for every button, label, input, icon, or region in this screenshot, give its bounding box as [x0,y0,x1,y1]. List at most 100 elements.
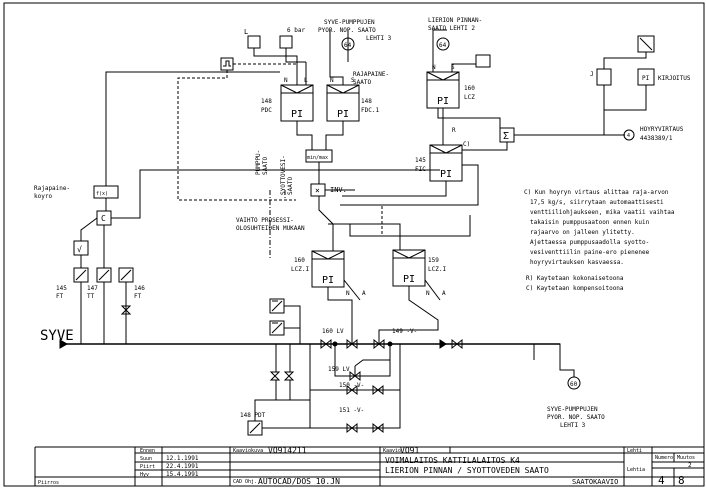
note-line: rajaarvo on jalleen ylitetty. [530,229,635,236]
letter-n3: N [432,64,436,71]
tag-159lczi-code: LCZ.I [428,266,446,273]
syottovesi-1: SYOTTOVESI- [280,155,287,195]
hoyry-2: 4438389/1 [640,135,673,142]
rajapainesaato-2: SAATO [353,79,371,86]
tag-148pdc-num: 148 [261,98,272,105]
syve-bottom-2: PYOR. NOP. SAATO [547,414,605,421]
tag-160lczi-code: LCZ.I [291,266,309,273]
letter-c1: C) [463,141,470,148]
tag-160lcz-code: LCZ [464,94,475,101]
circle-4-label: 4 [627,133,630,139]
inv-label: INV. [330,186,347,194]
ft145-num: 145 [56,285,67,292]
pi-label-160lcz: PI [437,96,449,107]
ft146-num: 146 [134,285,145,292]
ft146-code: FT [134,293,142,300]
l-top-label: L [244,28,248,36]
valve-right [439,338,463,350]
syve-bottom-1: SYVE-PUMPPUJEN [547,406,598,413]
note-line: venttiiliohjaukseen, mika vaatii vaihtaa [530,209,675,216]
tag-160lcz-num: 160 [464,85,475,92]
v151v-label: 151 -V- [339,407,364,414]
syve-top-3: LEHTI 3 [366,35,392,42]
j-small-label: J [590,71,594,78]
j-small-box [596,68,612,86]
valve-160lv [346,330,358,350]
rajapainekoyro-2: koyro [34,193,52,200]
letter-a2: A [442,290,446,297]
tag-160lczi-num: 160 [294,257,305,264]
fx-label: f(x) [96,191,108,197]
v159lv-label: 159 LV [328,366,350,373]
pi-small-label: PI [642,75,650,82]
tag-159lczi-num: 159 [428,257,439,264]
pdt148-label: 148 PDT [240,412,266,419]
letter-n1: N [284,77,288,84]
note-line: hoyryvirtauksen kasvaessa. [530,259,624,266]
tb-of: 8 [678,474,685,487]
valve-left-col [120,305,295,381]
tb-revnum-label: Numero [655,455,673,461]
v160lv-label: 160 LV [322,328,344,335]
circle-64a-label: 64 [344,42,352,49]
title-block-grid [34,446,704,486]
tb-author: AUTOCAD/DOS 10.JN [258,477,340,486]
ft145-code: FT [56,293,64,300]
tb-type: SAATOKAAVIO [572,478,618,486]
v149v-label: 149 -V- [392,328,417,335]
hoyry-1: HOYRYVIRTAUS [640,126,684,133]
tb-rev-label: Muutos [677,455,695,461]
letter-s2: S [451,64,455,71]
tb-row3-label: Hyv [140,472,149,478]
syve-bottom-3: LEHTI 3 [560,422,586,429]
pumppusaato-1: PUMPPU- [255,150,262,175]
minmax-label: min/max [307,155,328,161]
tb-row1-label: Suun [140,456,152,462]
ref-circle-64a [341,37,355,51]
valve-159lv [349,366,361,382]
tb-sheet: 4 [658,474,665,487]
note-line: Ajettaessa pumppusaadolla syotto- [530,239,649,246]
tb-row2-date: 22.4.1991 [166,463,199,470]
tb-title-2: LIERION PINNAN / SYOTTOVEDEN SAATO [385,466,549,475]
letter-n5: N [426,290,430,297]
tt147-code: TT [87,293,95,300]
circle-60-label: 60 [570,381,578,388]
ref-circle-64b [436,37,450,51]
lierio-level-box [475,54,491,68]
bar6-label: 6 bar [287,27,305,34]
tb-title-1: VOIMALAITOS KATTILALAITOS K4 [385,456,520,465]
pi-label-145fic: PI [440,169,452,180]
valve-151v [346,422,384,434]
drawing-border [3,2,705,487]
tb-rev: 2 [688,462,692,469]
sum-label: Σ [503,131,509,142]
pumppusaato-2: SAATO [262,157,269,175]
note-line: takaisin pumppusaatoon ennen kuin [530,219,650,226]
ref-circle-4 [623,129,635,141]
tb-row1-date: 12.1.1991 [166,455,199,462]
letter-n2: N [330,77,334,84]
note-line: C) Kun hoyryn virtaus alittaa raja-arvon [524,189,669,196]
kirjoitus-label: KIRJOITUS [658,75,691,82]
sqrt-label: √ [77,245,82,254]
letter-r1: R [452,127,456,134]
tb-sheet-label: Lehti [627,448,642,454]
tag-145fic-code: FIC [415,166,426,173]
tb-docid-label: Kaaviokuva [233,448,263,454]
letter-a1: A [362,290,366,297]
pi-label-159lczi: PI [403,274,415,285]
lierion-1: LIERION PINNAN- [428,17,482,24]
pressure-box [279,35,293,49]
v150v-label: 150 -V- [339,382,364,389]
valve-extra-1 [320,338,332,350]
tt147-num: 147 [87,285,98,292]
pi-label-148fdc: PI [337,109,349,120]
circle-64b-label: 64 [439,42,447,49]
valve-150v [346,384,384,396]
valve-149v [373,336,385,350]
vaihto-2: OLOSUHTEIDEN MUKAAN [236,225,305,232]
tb-row0-label: Ennen [140,448,155,454]
letter-n4: N [346,290,350,297]
